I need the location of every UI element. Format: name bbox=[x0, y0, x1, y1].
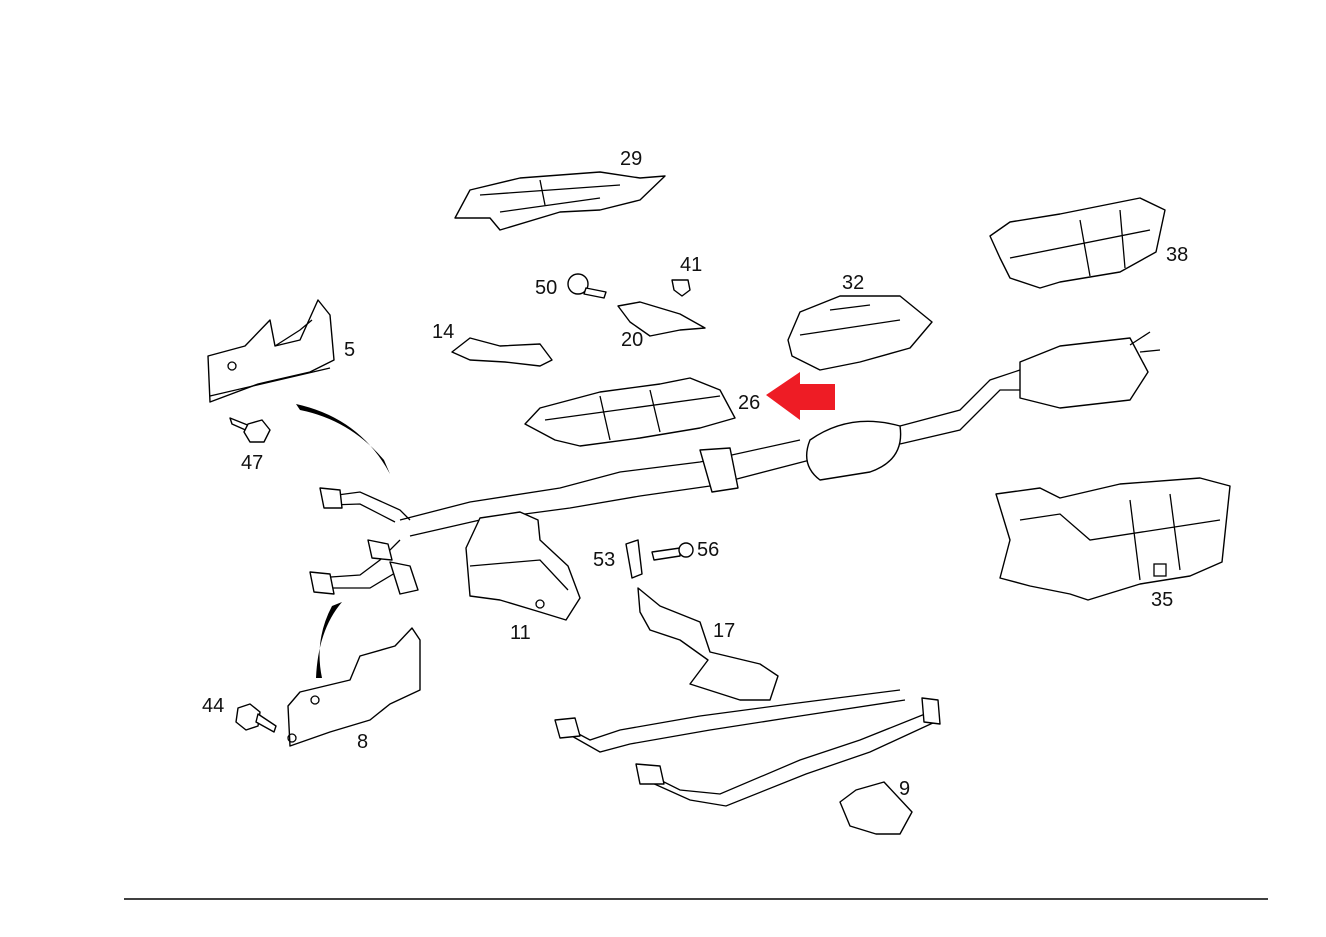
part-26-heat-shield[interactable] bbox=[524, 377, 736, 447]
callout-20[interactable]: 20 bbox=[621, 329, 643, 351]
callout-5[interactable]: 5 bbox=[344, 339, 355, 361]
callout-41[interactable]: 41 bbox=[680, 254, 702, 276]
callout-56[interactable]: 56 bbox=[697, 539, 719, 561]
part-14-bracket[interactable] bbox=[451, 337, 553, 367]
highlight-arrow-icon bbox=[766, 372, 835, 420]
part-29-heat-shield[interactable] bbox=[454, 171, 666, 231]
callout-44[interactable]: 44 bbox=[202, 695, 224, 717]
callout-53[interactable]: 53 bbox=[593, 549, 615, 571]
callout-14[interactable]: 14 bbox=[432, 321, 454, 343]
part-35-heat-shield[interactable] bbox=[995, 477, 1231, 601]
pointer-arrow-lower bbox=[316, 602, 342, 678]
pointer-arrow-upper bbox=[296, 404, 390, 474]
lower-exhaust-pipe-assembly[interactable] bbox=[554, 689, 941, 807]
part-8-bracket[interactable] bbox=[287, 627, 421, 747]
callout-17[interactable]: 17 bbox=[713, 620, 735, 642]
part-47-bolt[interactable] bbox=[229, 417, 271, 443]
part-41-nut[interactable] bbox=[671, 279, 691, 297]
part-38-heat-shield[interactable] bbox=[989, 197, 1166, 289]
callout-32[interactable]: 32 bbox=[842, 272, 864, 294]
exhaust-main-pipe[interactable] bbox=[309, 331, 1161, 595]
part-56-screw[interactable] bbox=[651, 542, 694, 561]
callout-29[interactable]: 29 bbox=[620, 148, 642, 170]
callout-9[interactable]: 9 bbox=[899, 778, 910, 800]
callout-35[interactable]: 35 bbox=[1151, 589, 1173, 611]
part-17-heat-shield[interactable] bbox=[637, 587, 779, 701]
part-5-heat-shield[interactable] bbox=[207, 299, 335, 403]
callout-47[interactable]: 47 bbox=[241, 452, 263, 474]
part-20-bracket[interactable] bbox=[617, 301, 706, 337]
callout-26[interactable]: 26 bbox=[738, 392, 760, 414]
callout-50[interactable]: 50 bbox=[535, 277, 557, 299]
part-50-clip[interactable] bbox=[567, 273, 607, 299]
callout-38[interactable]: 38 bbox=[1166, 244, 1188, 266]
part-44-bolt[interactable] bbox=[235, 703, 277, 733]
callout-11[interactable]: 11 bbox=[510, 622, 531, 644]
part-11-heat-shield[interactable] bbox=[465, 511, 581, 621]
callout-8[interactable]: 8 bbox=[357, 731, 368, 753]
part-53-clip[interactable] bbox=[625, 539, 643, 579]
part-32-heat-shield[interactable] bbox=[787, 295, 933, 371]
part-9-bracket[interactable] bbox=[839, 781, 913, 835]
